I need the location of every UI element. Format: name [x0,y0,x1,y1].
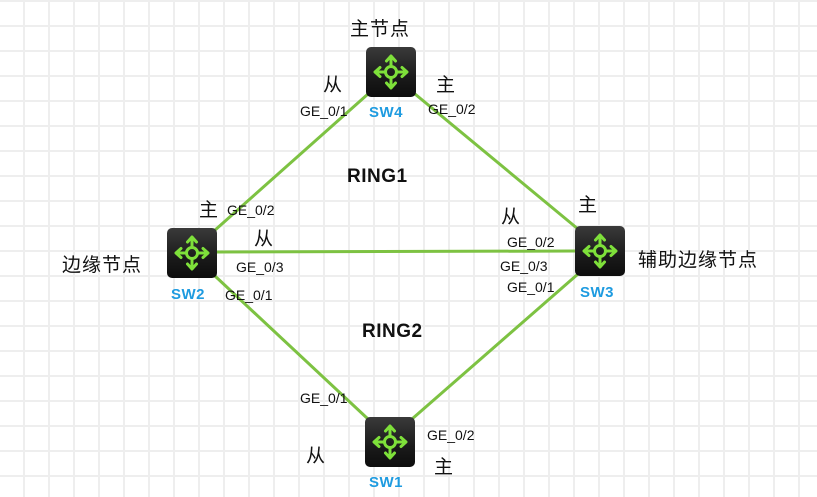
link-sw3-sw1[interactable] [411,272,579,421]
sw1-port-right: GE_0/2 [427,427,475,443]
switch-sw3[interactable] [575,226,625,276]
sw4-node-role: 主节点 [350,18,411,40]
switch-sw1[interactable] [365,417,415,467]
sw1-port-left-role: 从 [306,445,326,467]
switch-icon [582,233,618,269]
sw4-port-left-role: 从 [323,74,343,96]
switch-icon [373,54,409,90]
switch-icon [174,235,210,271]
switch-sw4[interactable] [366,47,416,97]
sw2-port-mid: GE_0/3 [236,259,284,275]
link-sw4-sw2[interactable] [213,92,369,233]
sw2-port-lower: GE_0/1 [225,287,273,303]
sw2-port-mid-role: 从 [254,228,274,250]
sw1-label: SW1 [369,474,404,491]
link-sw2-sw3[interactable] [216,249,577,254]
sw4-port-right-role: 主 [436,74,456,96]
sw2-label: SW2 [171,286,206,303]
ring2-label: RING2 [362,321,423,342]
sw4-port-left: GE_0/1 [300,103,348,119]
switch-sw2[interactable] [167,228,217,278]
sw2-port-upper-role: 主 [199,199,219,221]
sw4-port-right: GE_0/2 [428,101,476,117]
sw2-node-role: 边缘节点 [62,254,143,276]
switch-icon [372,424,408,460]
sw4-label: SW4 [369,104,404,121]
sw3-port-upper-role: 主 [578,194,598,216]
sw1-port-left: GE_0/1 [300,390,348,406]
sw3-port-mid: GE_0/3 [500,258,548,274]
sw3-port-upper: GE_0/2 [507,234,555,250]
sw2-port-upper: GE_0/2 [227,202,275,218]
ring1-label: RING1 [347,166,408,187]
sw1-port-right-role: 主 [434,456,454,478]
sw3-label: SW3 [580,284,615,301]
sw3-port-lower: GE_0/1 [507,279,555,295]
link-sw4-sw3[interactable] [414,92,579,231]
sw3-node-role: 辅助边缘节点 [638,249,759,271]
sw3-port-mid-role: 从 [501,206,521,228]
link-sw2-sw1[interactable] [213,274,370,421]
